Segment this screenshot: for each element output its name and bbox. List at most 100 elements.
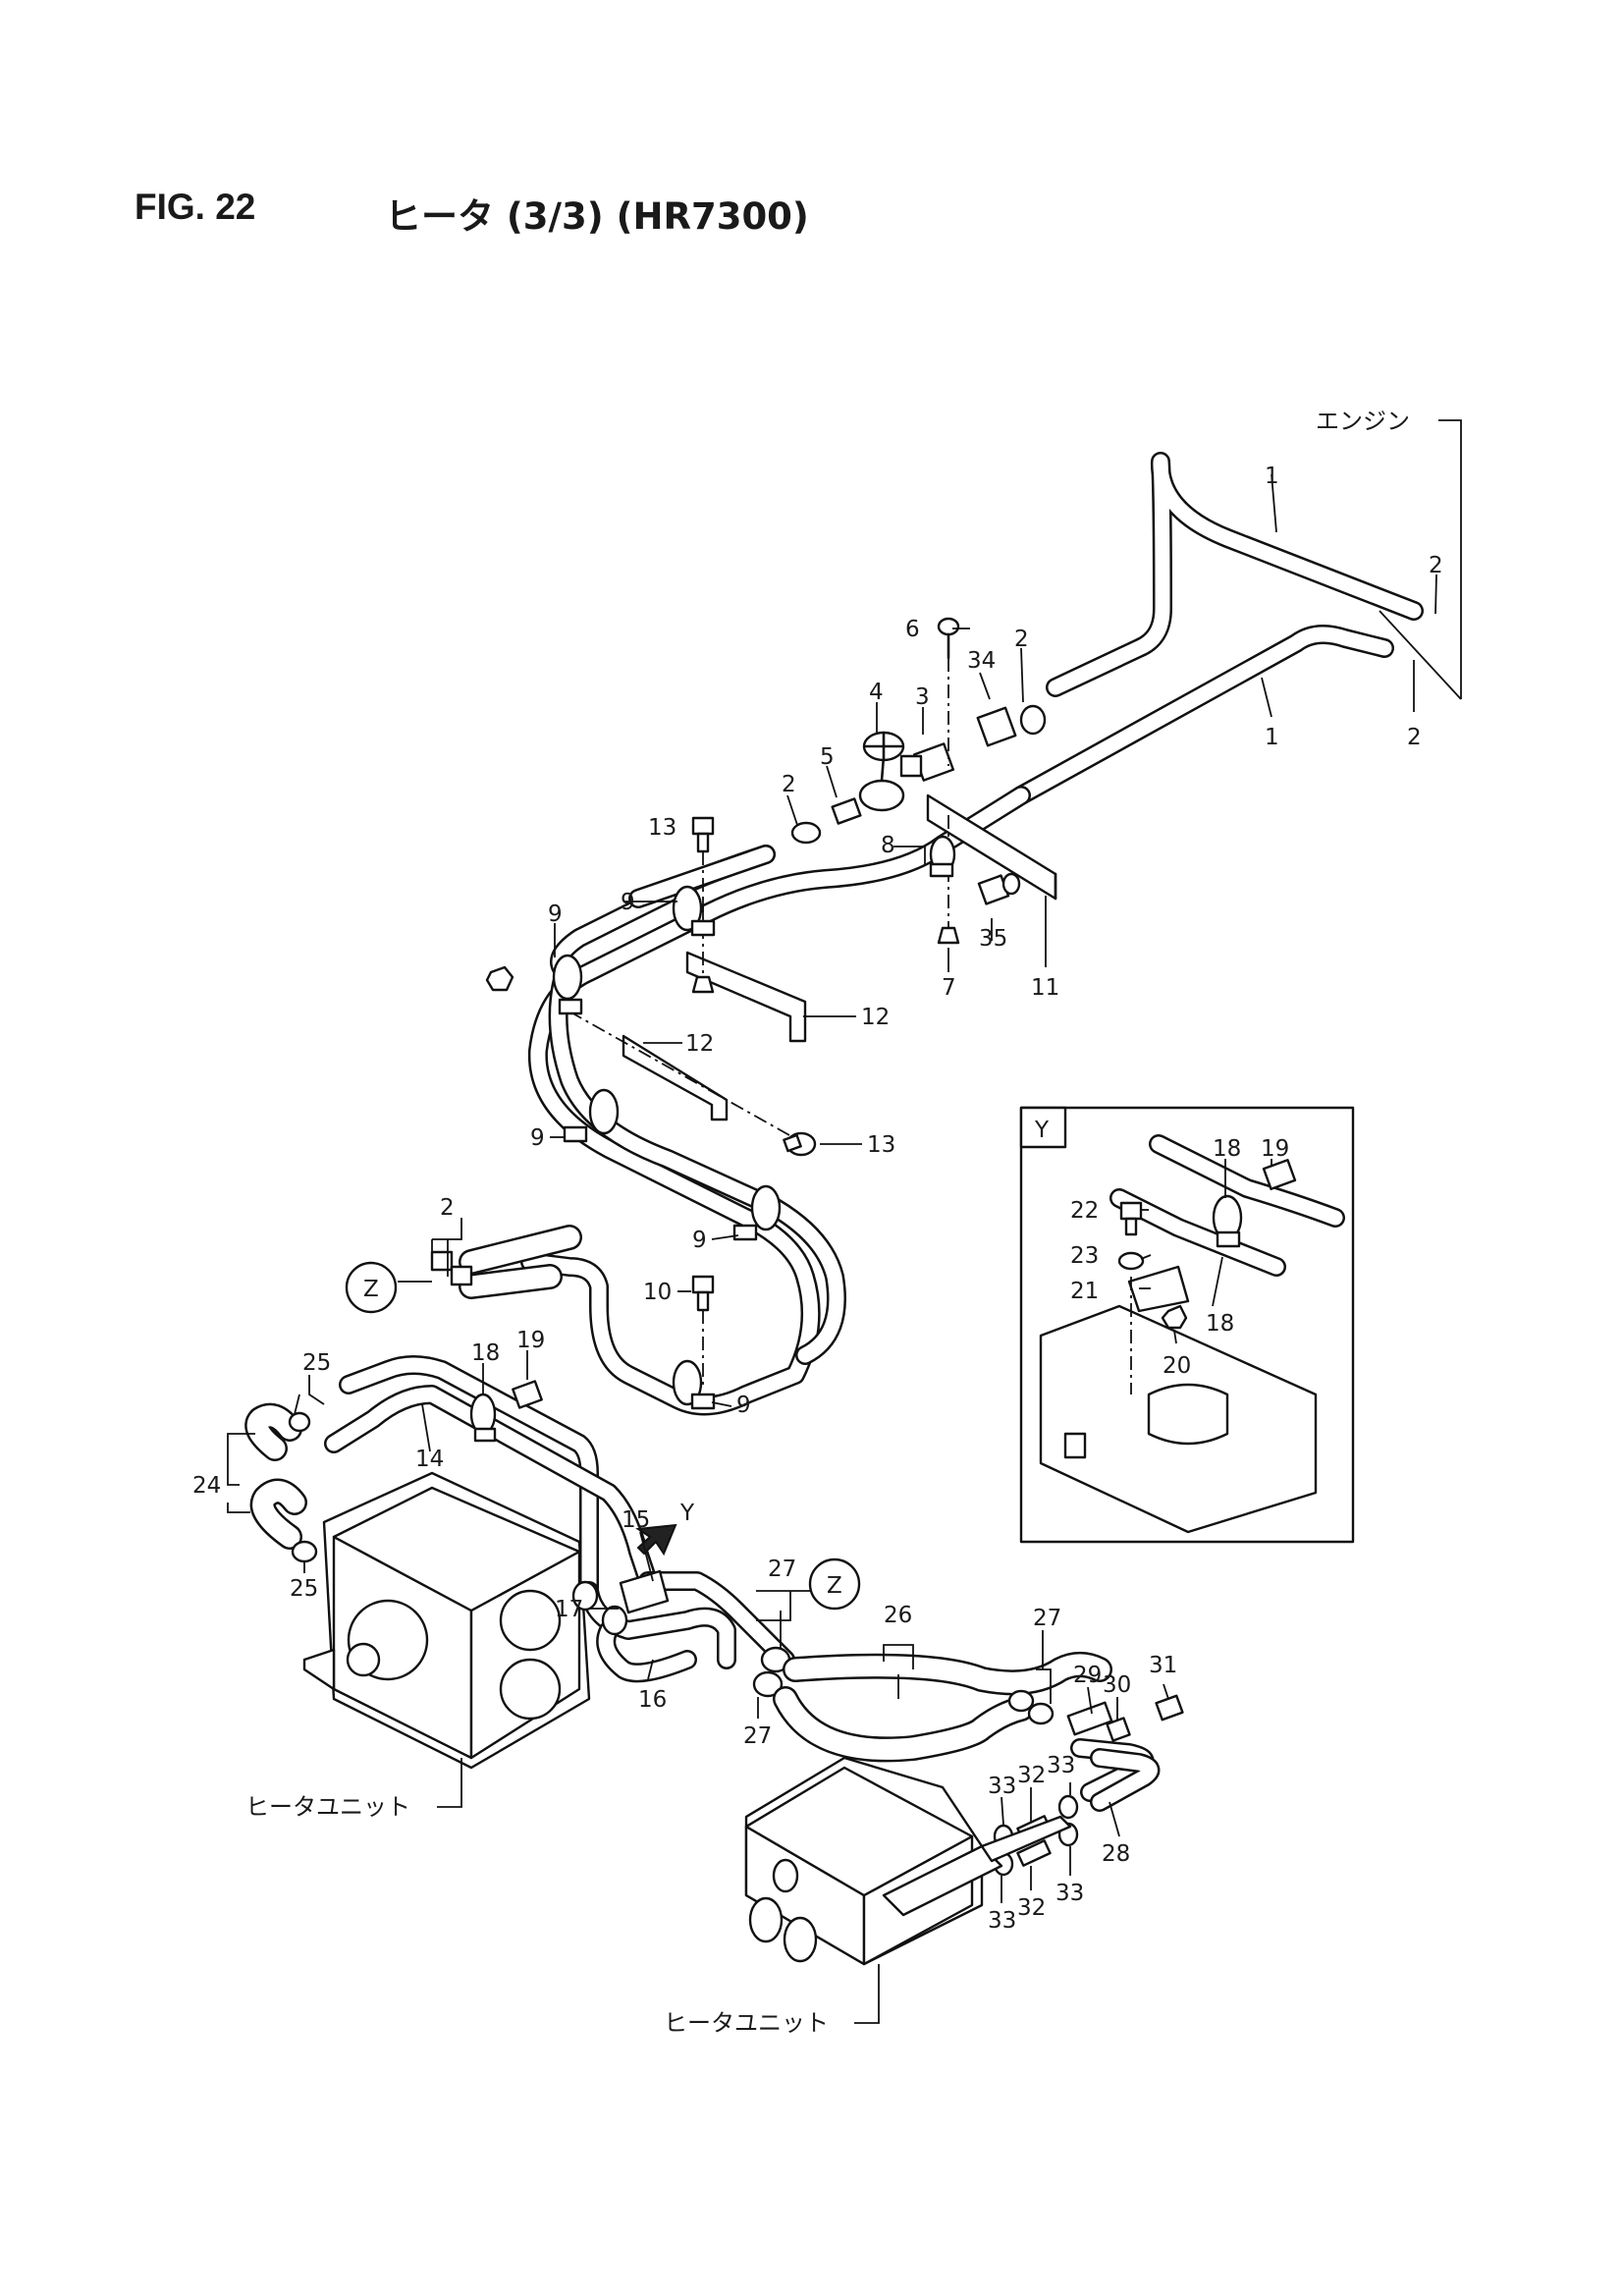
callout-1-upper: 1 (1265, 464, 1279, 489)
clamp-9-e (672, 1275, 716, 1410)
hose-26 (773, 1644, 1112, 1763)
fitting-19-left (512, 1380, 543, 1409)
engine-bracket (1379, 419, 1462, 700)
japanese-labels: エンジン ヒータユニット ヒータユニット Y Y Z Z (245, 408, 1410, 2037)
pipe-14 (324, 1355, 658, 1601)
pipe-16 (596, 1620, 697, 1683)
callout-1-lower: 1 (1265, 725, 1279, 750)
callout-2-a: 2 (1429, 553, 1443, 578)
callout-21: 21 (1070, 1279, 1099, 1304)
clamp-9-d (732, 1184, 782, 1241)
callout-20: 20 (1163, 1353, 1191, 1379)
callout-33-c: 33 (1055, 1881, 1084, 1906)
callout-25-lower: 25 (290, 1576, 318, 1602)
callout-z-right (756, 1558, 861, 1621)
callout-31: 31 (1149, 1653, 1177, 1678)
heater-unit-left (302, 1471, 591, 1808)
callout-2-c: 2 (1014, 627, 1029, 652)
pipe-1-lower (1011, 625, 1394, 805)
nut-left (485, 965, 514, 992)
callout-22: 22 (1070, 1198, 1099, 1224)
callout-9-d: 9 (692, 1228, 707, 1253)
callout-10: 10 (643, 1280, 672, 1305)
callout-19-detail: 19 (1261, 1136, 1289, 1162)
view-arrow-y-label: Y (679, 1501, 695, 1526)
callout-2-e: 2 (440, 1195, 455, 1221)
callout-33-b: 33 (1047, 1753, 1075, 1778)
callout-18-detail-bottom: 18 (1206, 1311, 1234, 1337)
hose-z-upper (345, 1218, 582, 1314)
callout-12-lower: 12 (685, 1031, 714, 1057)
callout-13-lower: 13 (867, 1132, 895, 1158)
pipe-1-upper (1046, 452, 1424, 697)
part-callouts: 1 1 2 2 2 2 2 3 4 5 6 7 8 9 9 9 9 9 10 1… (192, 464, 1443, 1934)
callout-32-upper: 32 (1017, 1763, 1046, 1788)
bracket-11 (926, 793, 1057, 945)
callout-9-c: 9 (530, 1125, 545, 1151)
callout-27-c: 27 (1033, 1606, 1061, 1631)
callout-16: 16 (638, 1687, 667, 1713)
engine-label: エンジン (1316, 408, 1410, 435)
callout-14: 14 (415, 1447, 444, 1472)
leader-lines (482, 473, 1437, 1903)
bolt-13-lower (783, 1131, 817, 1157)
fitting-35 (977, 872, 1021, 905)
clamp-9-b (552, 954, 583, 1015)
callout-25-upper: 25 (302, 1350, 331, 1376)
callout-17: 17 (555, 1597, 583, 1622)
callout-5: 5 (820, 744, 835, 770)
clamp-9-a (672, 885, 716, 937)
bracket-12-upper (685, 899, 807, 1043)
callout-34: 34 (967, 648, 996, 674)
callout-9-a: 9 (621, 890, 635, 915)
callout-9-b: 9 (548, 902, 563, 927)
callout-29: 29 (1073, 1663, 1102, 1688)
callout-33-d: 33 (988, 1908, 1016, 1934)
callout-18-detail-top: 18 (1213, 1136, 1241, 1162)
figure-number: FIG. 22 (135, 187, 256, 227)
fittings-right (1007, 1668, 1184, 1742)
bolt-13-upper (691, 816, 715, 933)
clamp-8 (929, 835, 956, 878)
callout-13-upper: 13 (648, 815, 676, 841)
pipe-28 (1070, 1738, 1161, 1812)
hose-24 (227, 1402, 307, 1550)
callout-9-e: 9 (736, 1393, 751, 1418)
heater-unit-left-label: ヒータユニット (245, 1793, 410, 1821)
clamp-27-left (752, 1611, 791, 1719)
detail-y-marker: Y (1034, 1118, 1050, 1143)
callout-19-left: 19 (516, 1328, 545, 1353)
callout-7: 7 (942, 975, 956, 1001)
callout-2-b: 2 (1407, 725, 1422, 750)
callout-8: 8 (881, 833, 895, 858)
main-return-pipe (548, 845, 846, 1365)
valve-assembly (790, 617, 1047, 845)
callout-30: 30 (1103, 1672, 1131, 1698)
figure-title: ヒータ (3/3) (HR7300) (385, 195, 809, 238)
callout-28: 28 (1102, 1841, 1130, 1867)
pipe-stub (628, 845, 776, 908)
callout-2-d: 2 (782, 772, 796, 797)
callout-35: 35 (979, 926, 1007, 952)
clamp-25-upper (288, 1375, 325, 1433)
callout-26: 26 (884, 1603, 912, 1628)
bracket-17 (571, 1569, 670, 1636)
clamp-18-left (469, 1393, 497, 1443)
callout-12-upper: 12 (861, 1005, 890, 1030)
callout-z-left-label: Z (363, 1277, 379, 1302)
bracket-12-lower (568, 1011, 806, 1145)
callout-27-a: 27 (768, 1557, 796, 1582)
clamp-9-c (563, 1088, 620, 1143)
callout-15: 15 (622, 1507, 650, 1533)
callout-6: 6 (905, 617, 920, 642)
heater-unit-bottom-label: ヒータユニット (664, 2009, 829, 2037)
callout-18-left: 18 (471, 1340, 500, 1366)
view-arrow-y (635, 1523, 677, 1557)
clamp-25-lower (291, 1540, 318, 1573)
callout-3: 3 (915, 684, 930, 710)
heater-unit-bottom (744, 1756, 1072, 2024)
callout-11: 11 (1031, 975, 1059, 1001)
callout-23: 23 (1070, 1243, 1099, 1269)
detail-y-box (1019, 1106, 1355, 1544)
